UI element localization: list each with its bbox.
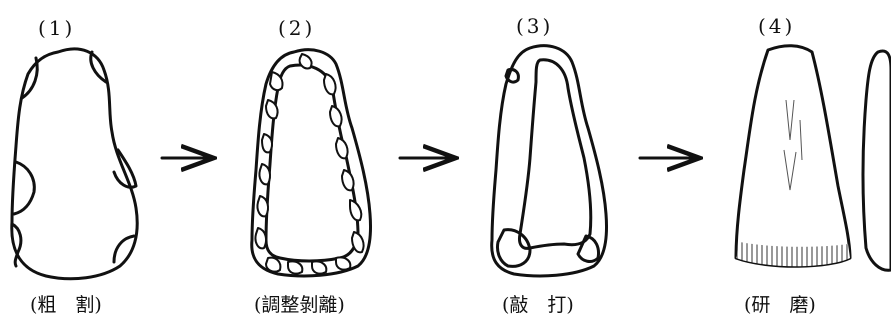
stage-2-flaking-figure (252, 50, 371, 276)
stage-2-number: (2) (278, 18, 315, 38)
stage-1-number: (1) (38, 18, 75, 38)
stage-4-polished-axe-figure (736, 46, 891, 271)
stage-1-caption: (粗 割) (30, 296, 102, 315)
stage-1-rough-split-figure (12, 49, 137, 279)
stage-3-number: (3) (516, 16, 553, 36)
stage-2-caption: (調整剝離) (254, 296, 345, 315)
stage-4-number: (4) (758, 16, 795, 36)
stage-3-caption: (敲 打) (502, 296, 574, 315)
stage-3-pecking-figure (492, 46, 607, 276)
stage-4-caption: (研 磨) (744, 296, 816, 315)
